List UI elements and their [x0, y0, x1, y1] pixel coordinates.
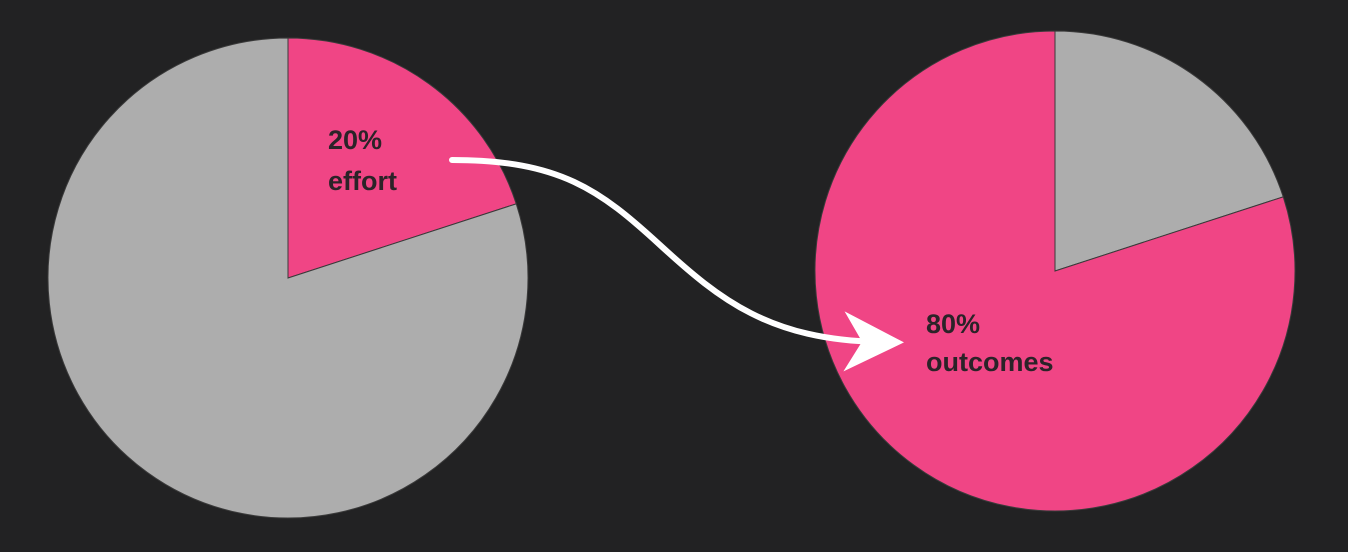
- pie-slice-rest: [1054, 30, 1284, 272]
- pie-slice-effort: [287, 37, 517, 279]
- pie-slice-rest: [47, 37, 529, 519]
- slice-label-outcomes-text: outcomes: [926, 347, 1054, 377]
- slice-label-effort-percent: 20%: [328, 125, 382, 155]
- pie-chart-effort: 20% effort: [47, 37, 529, 519]
- pie-slice-outcomes: [814, 30, 1296, 512]
- slice-label-outcomes-percent: 80%: [926, 309, 980, 339]
- slice-label-effort-text: effort: [328, 166, 397, 196]
- curved-arrow-icon: [449, 157, 904, 372]
- pie-chart-outcomes: 80% outcomes: [814, 30, 1296, 512]
